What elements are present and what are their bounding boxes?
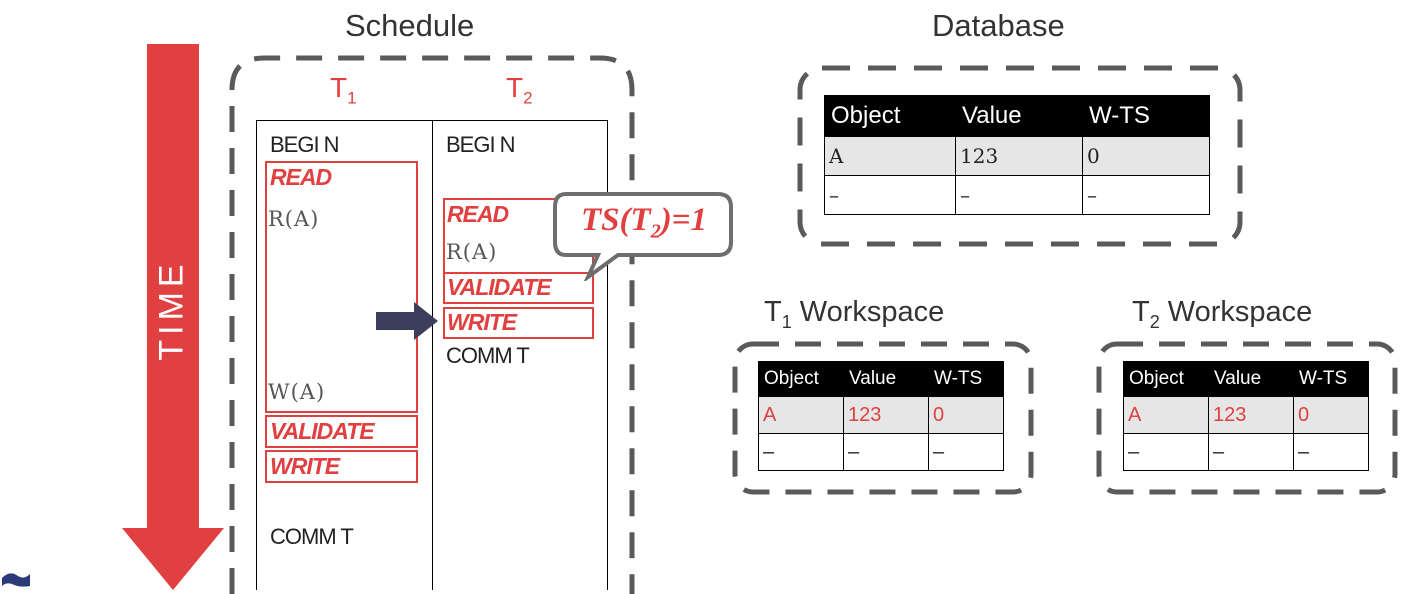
t1-workspace-frame: [732, 341, 1034, 495]
callout-text: TS(T2)=1: [581, 202, 707, 243]
t2-commit: COMM T: [446, 343, 530, 368]
t2-write-label: WRITE: [447, 309, 517, 335]
col-object: Object: [1123, 361, 1209, 397]
cell-wts: 0: [928, 396, 1004, 434]
t1-validate-phase: [265, 415, 418, 448]
cell-value: –: [1208, 433, 1294, 471]
t2-workspace-table: Object Value W-TS A 123 0 – – –: [1123, 361, 1369, 471]
col-wts: W-TS: [1293, 361, 1369, 397]
cell-object: A: [1123, 396, 1209, 434]
t1-workspace-table: Object Value W-TS A 123 0 – – –: [758, 361, 1004, 471]
schedule-frame: [229, 55, 635, 594]
cell-value: 123: [843, 396, 929, 434]
t1-workspace-title: T1 Workspace: [764, 296, 945, 332]
time-label: TIME: [152, 259, 191, 361]
cell-value: –: [843, 433, 929, 471]
cell-value: 123: [955, 136, 1083, 176]
t2-validate-label: VALIDATE: [447, 274, 552, 300]
t1-read-op: R(A): [268, 207, 320, 231]
pointer-arrow-icon: [376, 302, 438, 340]
table-row: A 123 0: [1123, 396, 1369, 434]
time-arrow-icon: [122, 44, 224, 590]
table-row: A 123 0: [758, 396, 1004, 434]
t2-begin: BEGI N: [446, 132, 516, 157]
t1-write-label: WRITE: [270, 453, 340, 479]
table-row: – – –: [1123, 433, 1369, 471]
t1-commit: COMM T: [270, 524, 354, 549]
t2-write-phase: [443, 307, 594, 339]
col-object: Object: [824, 95, 956, 137]
cell-object: –: [758, 433, 844, 471]
col-wts: W-TS: [1082, 95, 1210, 137]
t2-read-label: READ: [447, 201, 509, 227]
t1-write-phase: [265, 450, 418, 483]
table-row: – – –: [824, 175, 1210, 215]
cell-object: –: [824, 175, 956, 215]
cell-object: –: [1123, 433, 1209, 471]
t2-header: T2: [506, 72, 533, 108]
table-row: A 123 0: [824, 136, 1210, 176]
t1-write-op: W(A): [268, 380, 326, 404]
t1-validate-label: VALIDATE: [270, 418, 375, 444]
callout-bubble: [553, 192, 733, 281]
t2-workspace-title: T2 Workspace: [1132, 296, 1313, 332]
col-object: Object: [758, 361, 844, 397]
cell-wts: 0: [1293, 396, 1369, 434]
col-value: Value: [1208, 361, 1294, 397]
table-row: – – –: [758, 433, 1004, 471]
t2-workspace-frame: [1096, 341, 1398, 495]
cell-wts: 0: [1082, 136, 1210, 176]
cell-value: 123: [1208, 396, 1294, 434]
cell-object: A: [758, 396, 844, 434]
t2-validate-phase: [443, 272, 594, 304]
cell-wts: –: [1082, 175, 1210, 215]
database-table: Object Value W-TS A 123 0 – – –: [824, 95, 1210, 215]
database-title: Database: [932, 8, 1065, 43]
t1-read-label: READ: [270, 164, 332, 190]
col-wts: W-TS: [928, 361, 1004, 397]
col-value: Value: [955, 95, 1083, 137]
schedule-title: Schedule: [345, 8, 475, 43]
cell-wts: –: [928, 433, 1004, 471]
t1-begin: BEGI N: [270, 132, 340, 157]
col-value: Value: [843, 361, 929, 397]
schedule-column-divider: [432, 120, 433, 590]
cell-value: –: [955, 175, 1083, 215]
t1-read-phase: [265, 161, 418, 413]
logo-icon: [2, 573, 30, 587]
database-frame: [797, 65, 1243, 247]
t2-read-op: R(A): [446, 240, 498, 264]
t1-header: T1: [330, 72, 357, 108]
cell-wts: –: [1293, 433, 1369, 471]
cell-object: A: [824, 136, 956, 176]
